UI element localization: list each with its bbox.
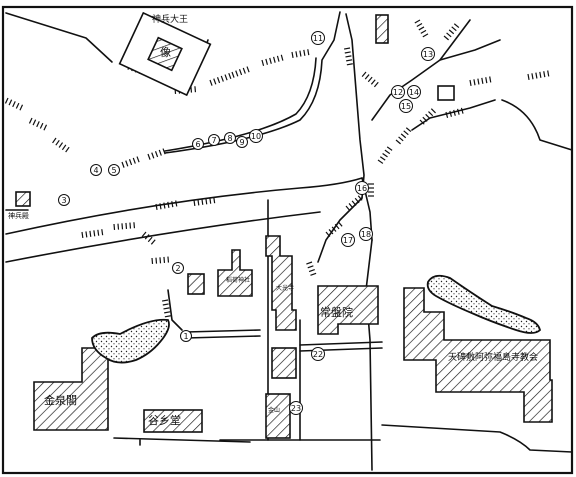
svg-text:11: 11 [313,34,323,43]
left-small-building [15,191,31,207]
marker-10: 10 [249,129,263,143]
pavilion-square [437,85,455,101]
narrow-building [265,235,297,331]
svg-text:10: 10 [251,132,261,141]
svg-text:17: 17 [343,236,353,245]
marker-5: 5 [108,164,120,176]
svg-text:6: 6 [195,140,200,149]
label-kinsendo: 金泉閣 [44,393,77,407]
svg-text:23: 23 [291,404,301,413]
marker-15: 15 [399,99,413,113]
bldg-near-2 [187,273,205,295]
label-tenjin: 天碑敷阿弥福島寺教会 [448,351,538,363]
marker-12: 12 [391,85,405,99]
square-bldg-22 [271,347,297,379]
svg-text:14: 14 [409,88,419,97]
marker-8: 8 [224,132,236,144]
marker-2: 2 [172,262,184,274]
jokaku-building [317,285,379,335]
svg-text:8: 8 [227,134,232,143]
map-labels: 神兵大王 像 神兵殿 稻荷神社 大光寺 常盤院 金泉閣 谷乡堂 金山 天碑敷阿弥… [8,13,538,427]
nakamachi-building [143,409,203,433]
marker-6: 6 [192,138,204,150]
label-left-building: 神兵殿 [8,211,29,220]
svg-text:12: 12 [393,88,403,97]
svg-text:7: 7 [211,136,216,145]
tenjin-church [403,287,553,423]
svg-text:1: 1 [183,332,188,341]
marker-13: 13 [421,47,435,61]
marker-16: 16 [355,181,369,195]
stair-markings [4,19,550,318]
marker-1: 1 [180,330,192,342]
label-nakamachi: 谷乡堂 [148,414,181,427]
marker-11: 11 [311,31,325,45]
svg-text:9: 9 [239,138,244,147]
label-jokaku: 常盤院 [320,305,353,319]
marker-23: 23 [289,401,303,415]
svg-text:22: 22 [313,350,323,359]
marker-4: 4 [90,164,102,176]
inari-shrine [217,249,253,297]
kinsendo-building [33,347,109,431]
marker-18: 18 [359,227,373,241]
svg-text:2: 2 [175,264,180,273]
marker-14: 14 [407,85,421,99]
marker-17: 17 [341,233,355,247]
shrine-top-core [147,36,183,72]
marker-9: 9 [236,136,248,148]
svg-text:5: 5 [111,166,116,175]
ponds [91,274,541,364]
marker-3: 3 [58,194,70,206]
label-shrine-top: 神兵大王 [152,13,188,25]
marker-7: 7 [208,134,220,146]
label-inari: 稻荷神社 [226,276,250,284]
svg-text:13: 13 [423,50,433,59]
label-small-bldg: 金山 [268,406,280,414]
svg-text:16: 16 [357,184,367,193]
map-border [1,5,574,475]
label-narrow-building: 大光寺 [276,284,294,292]
label-shrine-top-sub: 像 [160,46,171,59]
tower-right [375,14,389,44]
svg-text:4: 4 [93,166,98,175]
small-bldg-23 [265,393,291,439]
marker-22: 22 [311,347,325,361]
svg-text:18: 18 [361,230,371,239]
buildings [15,11,553,439]
svg-text:15: 15 [401,102,411,111]
svg-text:3: 3 [61,196,66,205]
